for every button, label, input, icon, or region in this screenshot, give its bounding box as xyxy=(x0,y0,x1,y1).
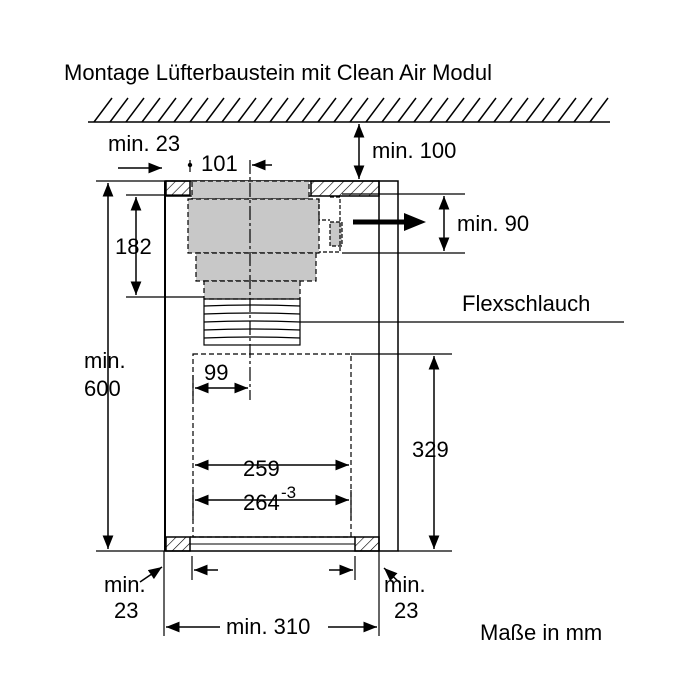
label-min-90: min. 90 xyxy=(457,211,530,236)
label-99: 99 xyxy=(204,360,229,385)
cabinet-right-wall xyxy=(378,180,399,552)
label-23-right: 23 xyxy=(394,598,419,623)
ceiling xyxy=(88,97,610,123)
drawing-title: Montage Lüfterbaustein mit Clean Air Mod… xyxy=(64,60,493,85)
label-min-310: min. 310 xyxy=(226,614,311,639)
label-min-100: min. 100 xyxy=(372,138,457,163)
label-flexschlauch: Flexschlauch xyxy=(462,291,591,316)
dimension-arrows xyxy=(102,124,450,633)
top-shelf xyxy=(165,180,380,197)
label-min: min. xyxy=(84,348,126,373)
label-101: 101 xyxy=(201,151,238,176)
air-flow-arrow xyxy=(353,213,426,231)
label-600: 600 xyxy=(84,376,121,401)
label-264: 264 xyxy=(243,490,280,515)
label-182: 182 xyxy=(115,234,152,259)
unit-note: Maße in mm xyxy=(480,620,603,645)
leader-lines xyxy=(96,180,624,636)
fan-module xyxy=(187,180,343,300)
clean-air-module xyxy=(192,353,352,538)
label-23-left: 23 xyxy=(114,598,139,623)
label-min-23-top: min. 23 xyxy=(108,131,181,156)
label-min-right: min. xyxy=(384,572,426,597)
cabinet-left-wall xyxy=(164,181,166,551)
label-tolerance: -3 xyxy=(281,483,297,502)
bottom-shelf xyxy=(165,536,380,552)
label-min-left: min. xyxy=(104,572,146,597)
flex-hose xyxy=(203,298,301,346)
label-329: 329 xyxy=(412,437,449,462)
dim-101-marker xyxy=(187,160,193,172)
label-259: 259 xyxy=(243,456,280,481)
